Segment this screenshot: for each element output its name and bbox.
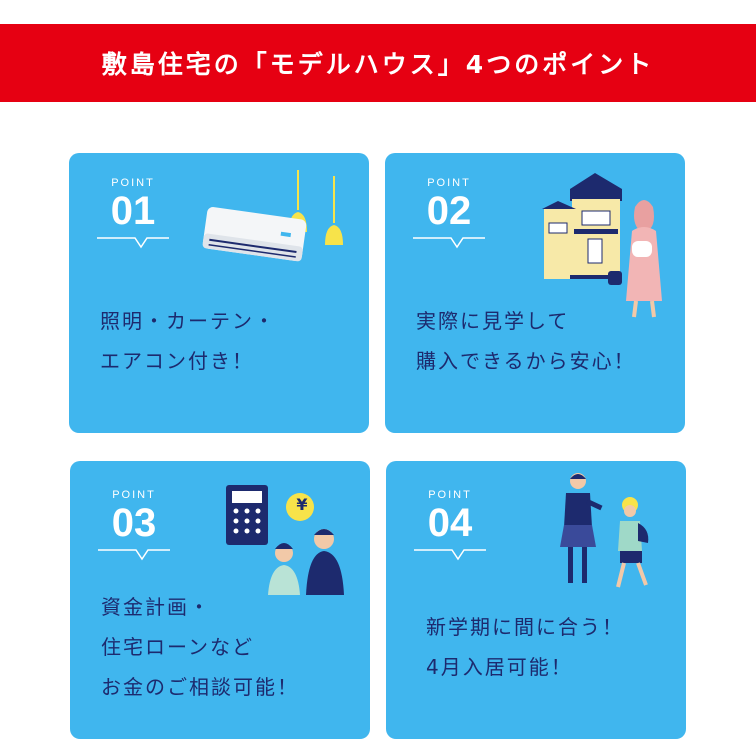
point-badge: POINT 04 — [414, 489, 486, 563]
yen-symbol: ¥ — [296, 495, 308, 514]
point-number: 03 — [111, 501, 157, 545]
air-conditioner-icon — [202, 170, 343, 262]
point-number: 01 — [110, 189, 156, 233]
house-and-woman-icon — [542, 173, 662, 318]
point-card-01: POINT 01 照明・カーテン・ エアコン付き！ — [69, 153, 369, 433]
speech-underline-icon — [414, 549, 486, 561]
point-description: 資金計画・ 住宅ローンなど お金のご相談可能！ — [101, 595, 299, 699]
point-label: POINT — [428, 489, 472, 501]
point-number: 02 — [426, 189, 472, 233]
point-description: 照明・カーテン・ エアコン付き！ — [100, 309, 276, 373]
point-card-03: POINT 03 ¥ 資金計画・ 住宅ローンなど お金のご相談可能！ — [70, 461, 370, 739]
point-number: 04 — [427, 501, 473, 545]
point-card-02: POINT 02 実際に見学して 購入できるから安心！ — [385, 153, 685, 433]
speech-underline-icon — [98, 549, 170, 561]
students-walking-icon — [560, 473, 649, 588]
point-badge: POINT 02 — [413, 177, 485, 251]
point-badge: POINT 03 — [98, 489, 170, 563]
point-description: 新学期に間に合う！ 4月入居可能！ — [426, 615, 624, 679]
page-title: 敷島住宅の「モデルハウス」4つのポイント — [0, 24, 756, 102]
point-card-04: POINT 04 新学期に間に合う！ 4月入居可能！ — [386, 461, 686, 739]
speech-underline-icon — [413, 237, 485, 249]
point-label: POINT — [112, 489, 156, 501]
calculator-and-couple-icon — [226, 485, 344, 595]
point-description: 実際に見学して 購入できるから安心！ — [416, 309, 636, 373]
point-badge: POINT 01 — [97, 177, 169, 251]
point-label: POINT — [111, 177, 155, 189]
point-label: POINT — [427, 177, 471, 189]
speech-underline-icon — [97, 237, 169, 249]
